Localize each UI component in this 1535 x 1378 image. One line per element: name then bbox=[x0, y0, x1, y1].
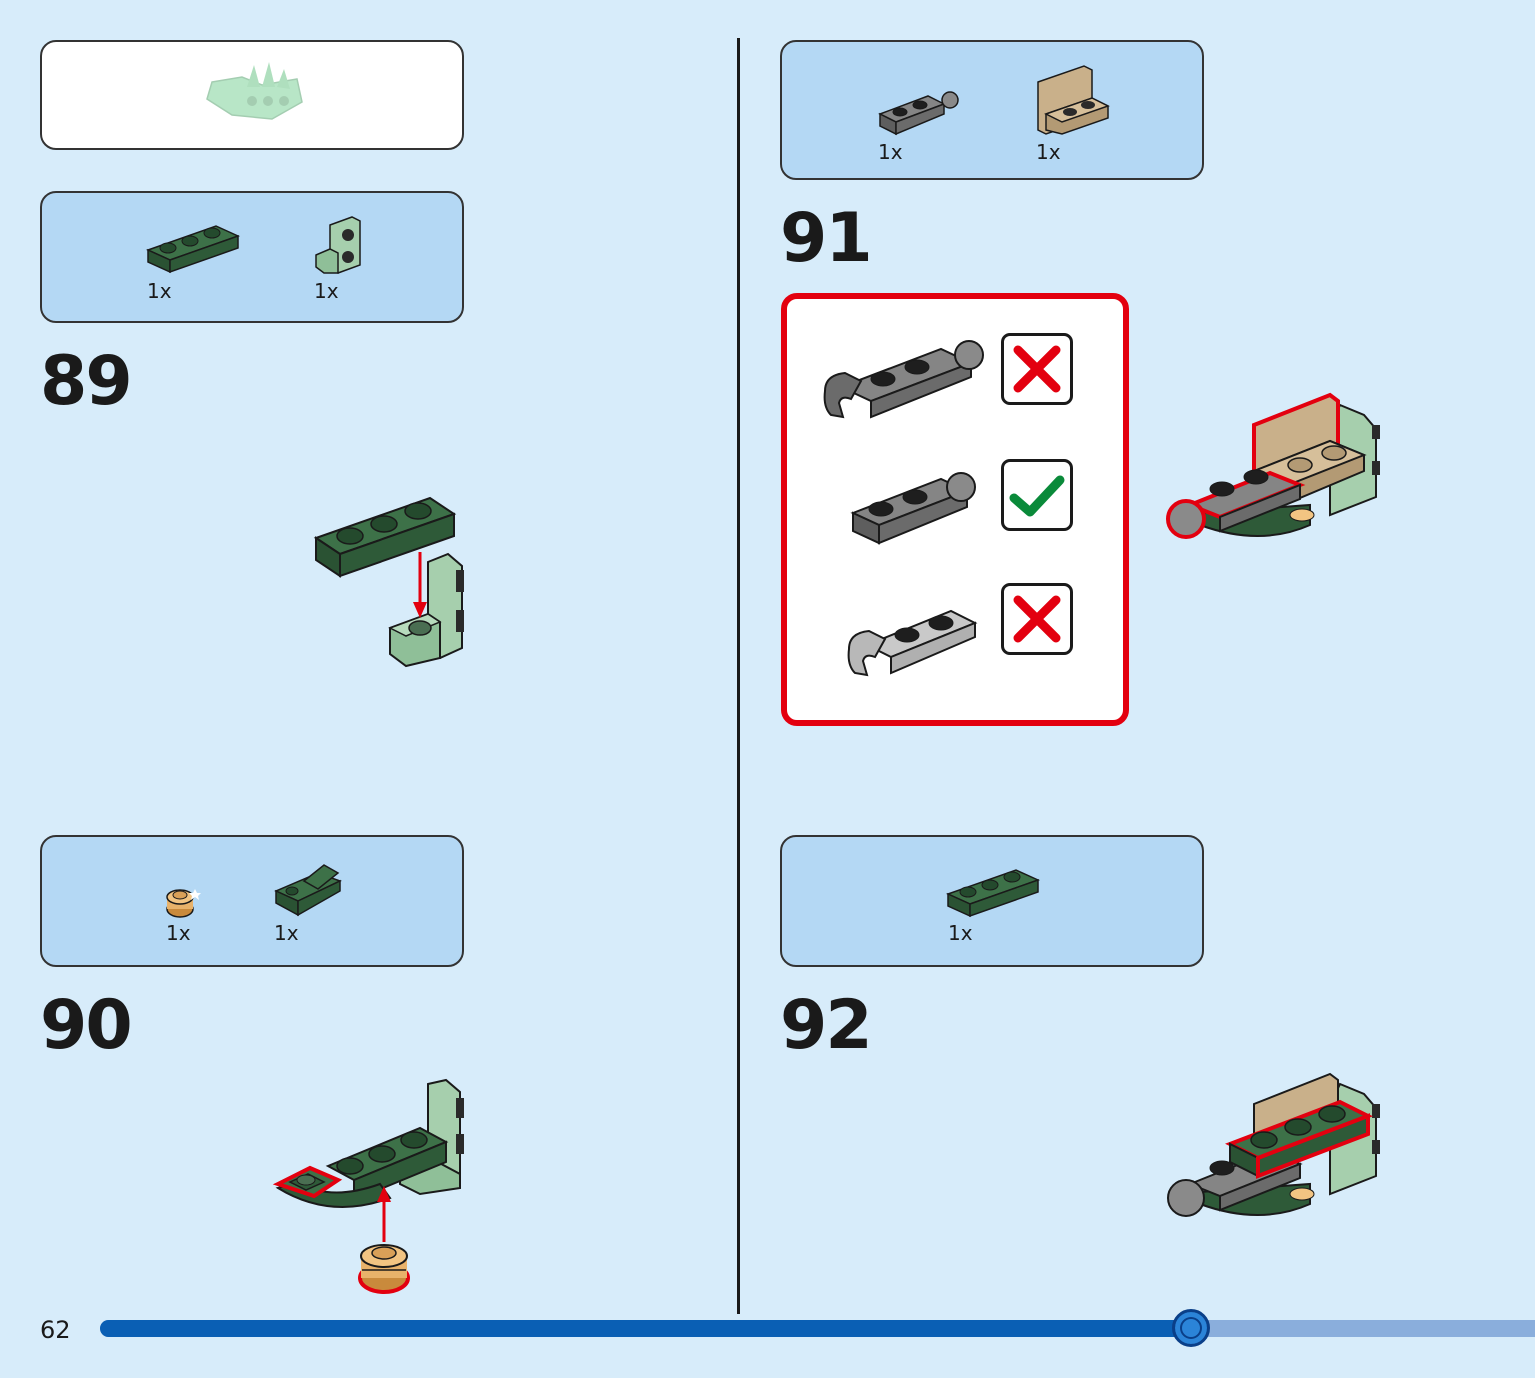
step-92-build-illustration bbox=[1167, 1072, 1380, 1217]
page-number: 62 bbox=[40, 1316, 71, 1344]
part-qty: 1x bbox=[1036, 140, 1061, 164]
part-qty: 1x bbox=[878, 140, 903, 164]
parts-list-box-91: 1x 1x bbox=[780, 40, 1204, 180]
part-comparison-callout bbox=[781, 293, 1129, 726]
light-gray-clip-ball-plate-icon bbox=[847, 609, 978, 677]
correct-mark-box bbox=[1001, 459, 1073, 531]
part-qty: 1x bbox=[948, 921, 973, 945]
dark-gray-clip-ball-plate-icon bbox=[823, 340, 984, 419]
submodel-preview-box bbox=[40, 40, 464, 150]
parts-list-box-89: 1x 1x bbox=[40, 191, 464, 323]
cross-icon bbox=[1013, 595, 1061, 643]
step-number: 90 bbox=[40, 986, 133, 1065]
step-number: 91 bbox=[780, 199, 873, 278]
progress-fill bbox=[100, 1320, 1191, 1337]
part-qty: 1x bbox=[274, 921, 299, 945]
progress-knob bbox=[1171, 1309, 1210, 1347]
step-89-build-illustration bbox=[313, 496, 464, 668]
step-number: 89 bbox=[40, 342, 133, 421]
parts-list-box-90: 1x 1x bbox=[40, 835, 464, 967]
dragon-spikes-preview-icon bbox=[206, 62, 303, 120]
dark-green-plate-1x3-icon bbox=[945, 869, 1041, 918]
dark-gray-ball-plate-icon bbox=[878, 91, 959, 136]
check-icon bbox=[1009, 475, 1065, 517]
part-qty: 1x bbox=[147, 279, 172, 303]
wrong-mark-box bbox=[1001, 333, 1073, 405]
cross-icon bbox=[1013, 345, 1061, 393]
part-qty: 1x bbox=[314, 279, 339, 303]
dark-green-plate-1x3-icon bbox=[145, 225, 241, 274]
column-divider bbox=[737, 38, 740, 1314]
pearl-gold-round-plate-icon bbox=[166, 889, 201, 918]
step-91-build-illustration bbox=[1166, 392, 1380, 539]
tan-bracket-icon bbox=[1037, 65, 1110, 135]
parts-list-box-92: 1x bbox=[780, 835, 1204, 967]
wrong-mark-box bbox=[1001, 583, 1073, 655]
dark-green-inverted-slope-icon bbox=[274, 864, 342, 917]
step-number: 92 bbox=[780, 986, 873, 1065]
step-90-build-illustration bbox=[272, 1078, 464, 1294]
part-qty: 1x bbox=[166, 921, 191, 945]
sand-green-bracket-icon bbox=[315, 216, 361, 274]
dark-gray-ball-plate-icon bbox=[850, 472, 976, 545]
